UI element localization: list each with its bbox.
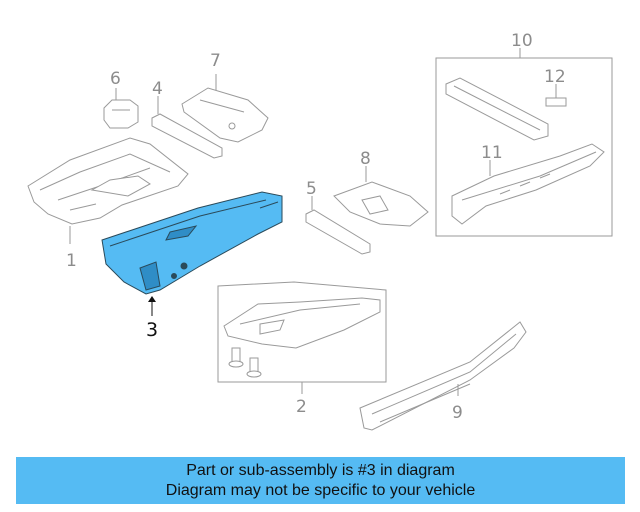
callout-10-label: 10 bbox=[511, 31, 533, 51]
info-banner: Part or sub-assembly is #3 in diagram Di… bbox=[16, 457, 625, 504]
part-10-group-box bbox=[435, 57, 613, 237]
part-3-floor-tunnel[interactable] bbox=[101, 191, 283, 295]
callout-4-label: 4 bbox=[152, 79, 163, 99]
part-9-rocker[interactable] bbox=[359, 321, 527, 431]
callout-2-label: 2 bbox=[296, 397, 307, 417]
part-2-bolt-b bbox=[246, 357, 262, 378]
banner-line-part: Part or sub-assembly is #3 in diagram bbox=[186, 461, 455, 479]
exploded-parts-diagram: 1 6 4 7 bbox=[27, 31, 613, 431]
part-2-bolt-a bbox=[228, 347, 244, 368]
part-5-rail[interactable] bbox=[305, 209, 371, 255]
part-11-rear-rail[interactable] bbox=[451, 143, 605, 225]
callout-9-label: 9 bbox=[452, 403, 463, 423]
part-10-crossmember[interactable] bbox=[445, 77, 549, 141]
callout-6-label: 6 bbox=[110, 69, 121, 89]
part-7-floor-panel[interactable] bbox=[181, 87, 269, 143]
callout-11-label: 11 bbox=[481, 143, 503, 163]
callout-8-label: 8 bbox=[360, 149, 371, 169]
callout-1-label: 1 bbox=[66, 251, 77, 271]
callout-3-label: 3 bbox=[146, 319, 158, 341]
callout-12-label: 12 bbox=[544, 67, 566, 87]
callout-5-label: 5 bbox=[306, 179, 317, 199]
callout-7-label: 7 bbox=[210, 51, 221, 71]
banner-line-disclaimer: Diagram may not be specific to your vehi… bbox=[165, 481, 476, 499]
part-6-bracket[interactable] bbox=[103, 99, 139, 129]
part-8-floor-patch[interactable] bbox=[333, 181, 429, 227]
part-1-front-floor[interactable] bbox=[27, 137, 189, 225]
part-2-side-sill[interactable] bbox=[223, 297, 381, 349]
part-4-rail[interactable] bbox=[151, 113, 223, 159]
callout-3-arrowhead bbox=[148, 296, 156, 302]
part-12-plate[interactable] bbox=[545, 97, 567, 107]
part-2-group-box bbox=[217, 281, 387, 383]
